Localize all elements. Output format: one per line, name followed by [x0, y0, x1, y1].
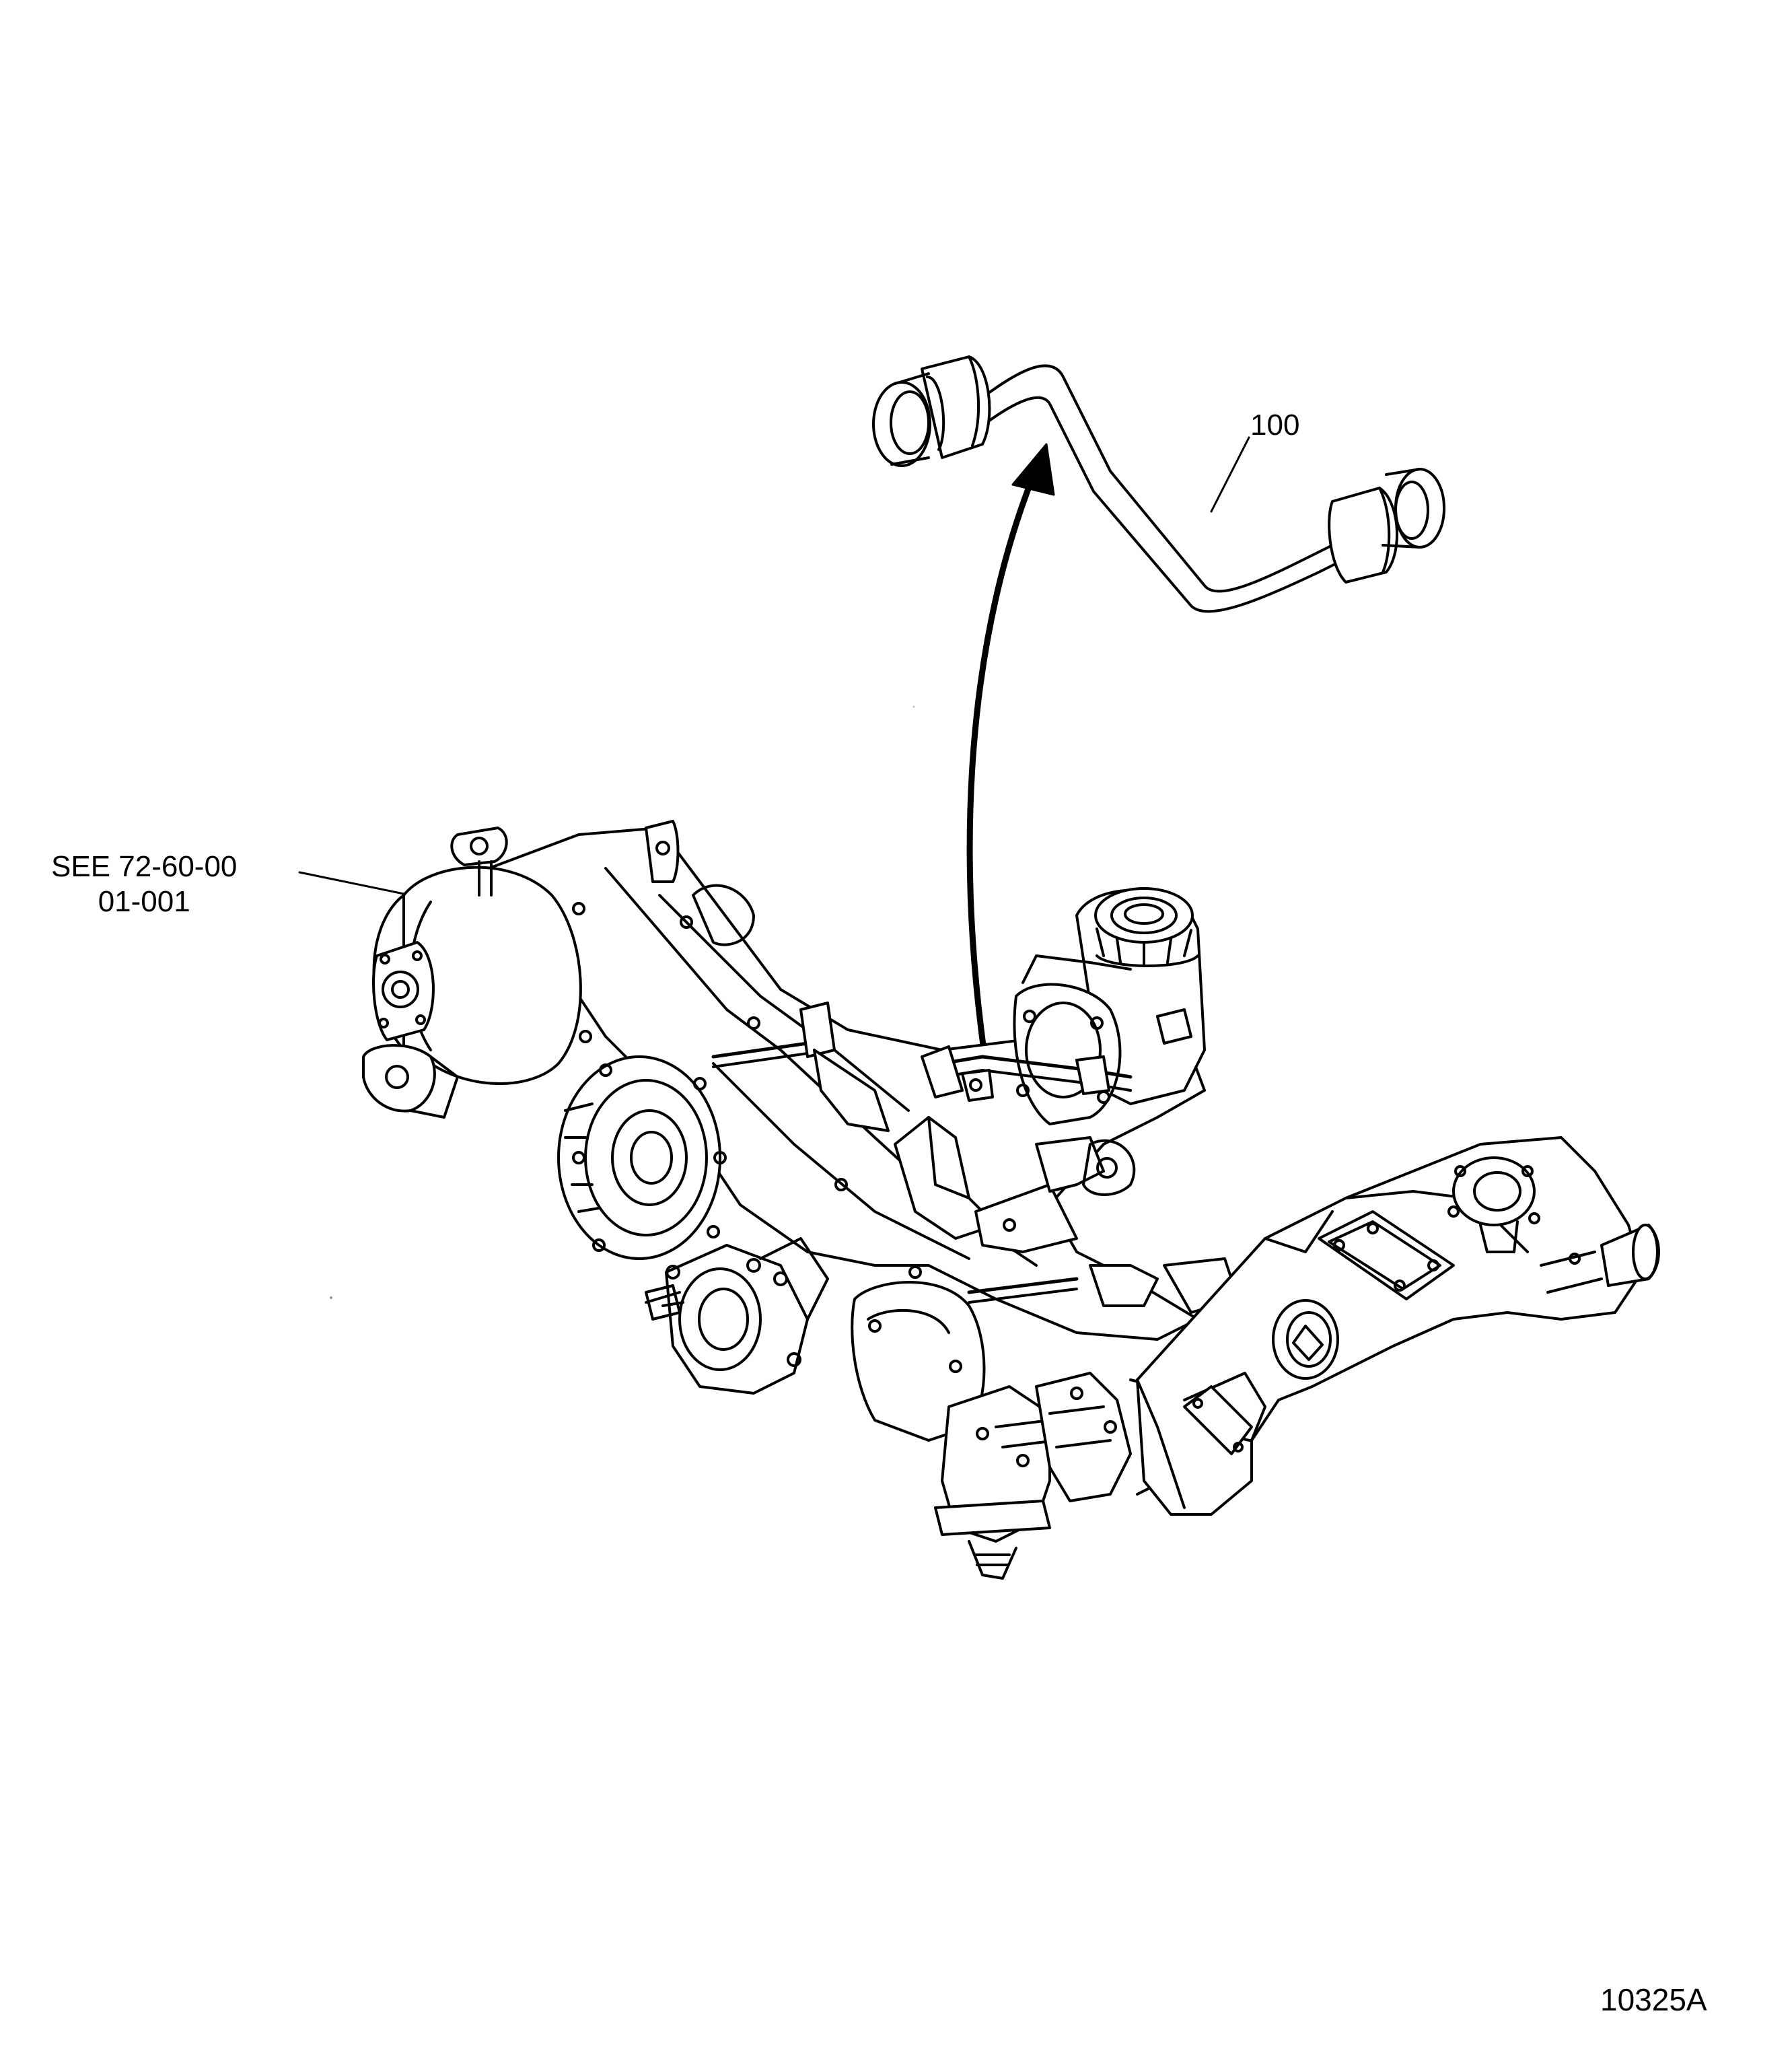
reference-note: SEE 72-60-00 01-001	[51, 849, 237, 919]
gearbox-assembly	[362, 820, 1240, 1580]
tube-assembly	[872, 355, 1445, 613]
support-beam	[1136, 1136, 1660, 1516]
reference-line-1: SEE 72-60-00	[51, 850, 238, 883]
curved-arrow-icon	[966, 443, 1055, 1053]
leader-line-100	[1210, 436, 1250, 513]
item-callout-100: 100	[1250, 409, 1300, 442]
reference-line-2: 01-001	[98, 885, 190, 918]
leader-line-see-ref	[298, 871, 405, 895]
right-gear-housing	[1022, 954, 1132, 984]
figure-number: 10325A	[1600, 1982, 1707, 2017]
